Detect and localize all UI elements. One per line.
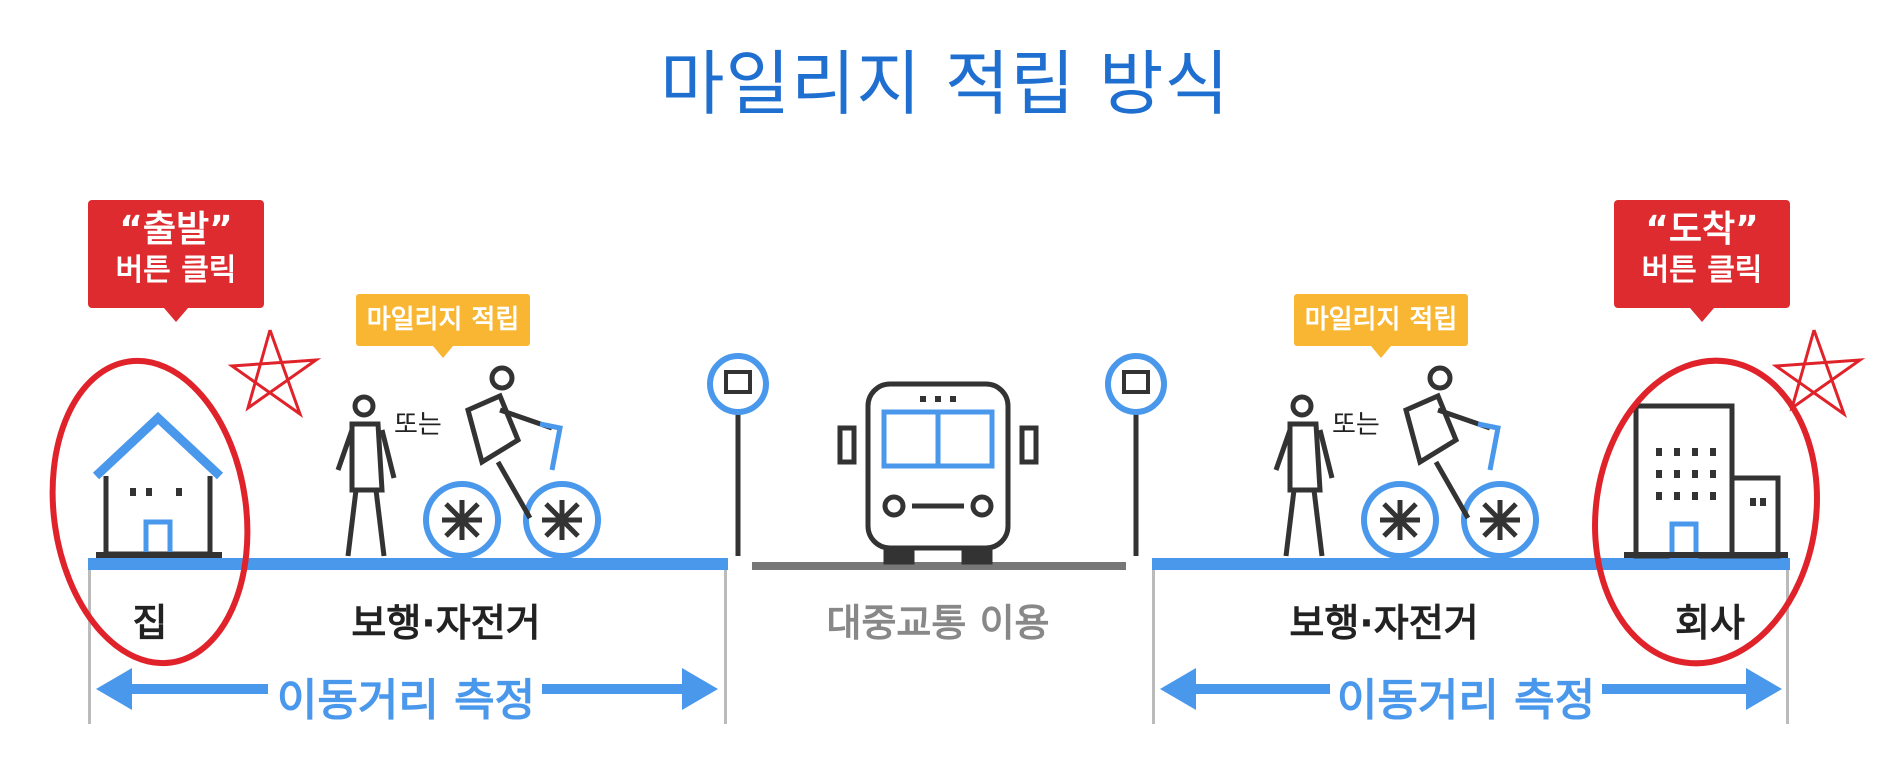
measure-arrow-right <box>1160 668 1782 710</box>
house-windows-icon <box>130 488 182 496</box>
house-icon <box>92 411 224 559</box>
walking-person-icon <box>1273 394 1335 557</box>
measure-text-left: 이동거리 측정 <box>276 675 536 726</box>
measure-tick <box>88 570 91 724</box>
road-right <box>1152 558 1790 570</box>
or-text-left: 또는 <box>394 410 442 440</box>
measure-text-right: 이동거리 측정 <box>1336 675 1596 726</box>
start-callout: “출발” 버튼 클릭 <box>88 200 264 322</box>
walking-person-icon <box>335 394 397 557</box>
star-mark-end <box>1771 329 1866 418</box>
red-circle-end <box>1592 357 1820 667</box>
start-callout-line2: 버튼 클릭 <box>115 253 237 288</box>
label-public-transit: 대중교통 이용 <box>826 601 1050 645</box>
mileage-badge-left: 마일리지 적립 <box>356 294 530 358</box>
label-home: 집 <box>132 601 168 645</box>
page-title: 마일리지 적립 방식 <box>660 43 1230 125</box>
road-left <box>88 558 728 570</box>
star-mark-start <box>227 329 322 418</box>
measure-tick <box>724 570 727 724</box>
bicycle-icon <box>1361 365 1539 559</box>
office-building-icon <box>1624 403 1788 559</box>
measure-arrow-left <box>96 668 718 710</box>
end-callout-line2: 버튼 클릭 <box>1641 253 1763 288</box>
start-callout-line1: “출발” <box>119 209 233 250</box>
measure-tick <box>1786 570 1789 724</box>
bus-stop-icon <box>1105 353 1167 556</box>
end-callout-line1: “도착” <box>1645 209 1759 250</box>
bus-stop-icon <box>707 353 769 556</box>
road-transit <box>752 562 1126 570</box>
office-windows-icon <box>1656 448 1766 506</box>
measure-tick <box>1152 570 1155 724</box>
label-company: 회사 <box>1675 601 1745 645</box>
bus-lights-icon <box>920 396 956 402</box>
mileage-badge-right: 마일리지 적립 <box>1294 294 1468 358</box>
end-callout: “도착” 버튼 클릭 <box>1614 200 1790 322</box>
label-walk-bike-right: 보행·자전거 <box>1289 601 1479 645</box>
or-text-right: 또는 <box>1332 410 1380 440</box>
label-walk-bike-left: 보행·자전거 <box>351 601 541 645</box>
bus-icon <box>837 381 1039 565</box>
bicycle-icon <box>423 365 601 559</box>
red-circle-start <box>49 357 251 667</box>
